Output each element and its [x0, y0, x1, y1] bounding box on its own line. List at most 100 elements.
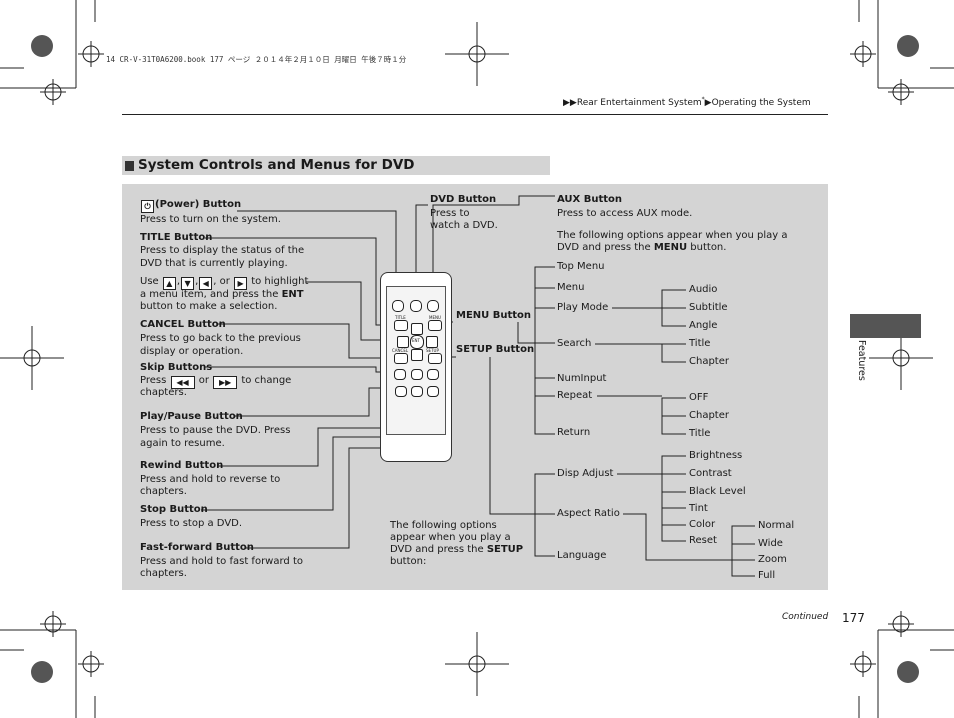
rewind-title: Rewind Button — [140, 460, 224, 471]
remote-power-button[interactable] — [392, 300, 404, 312]
remote-aux-button[interactable] — [427, 300, 439, 312]
aux-button-title: AUX Button — [557, 194, 623, 205]
remote-right-button[interactable] — [426, 336, 438, 348]
play-mode-angle: Angle — [689, 320, 718, 331]
cancel-button-desc-2: display or operation. — [140, 346, 244, 357]
arrow-buttons-desc-2: a menu item, and press the ENT — [140, 289, 304, 300]
content-panel — [122, 184, 828, 590]
breadcrumb-arrow-icon: ▶▶ — [563, 98, 577, 108]
aspect-wide: Wide — [758, 538, 783, 549]
fast-forward-desc-2: chapters. — [140, 568, 187, 579]
dvd-button-title: DVD Button — [430, 194, 497, 205]
skip-buttons-desc-2: chapters. — [140, 387, 187, 398]
play-pause-desc-2: again to resume. — [140, 438, 225, 449]
remote-stop-button[interactable] — [411, 386, 423, 397]
remote-ent-label: ENT — [412, 338, 420, 343]
search-title: Title — [689, 338, 711, 349]
remote-dvd-button[interactable] — [410, 300, 422, 312]
rewind-desc-1: Press and hold to reverse to — [140, 474, 281, 485]
power-button-title: ⏻(Power) Button — [140, 198, 241, 213]
setup-button-callout: SETUP Button — [456, 344, 535, 355]
disp-tint: Tint — [689, 503, 708, 514]
aux-button-desc: Press to access AUX mode. — [557, 208, 693, 219]
remote-down-button[interactable] — [411, 349, 423, 361]
dvd-button-desc-1: Press to — [430, 208, 470, 219]
arrow-buttons-desc-1: Use ▲,▼,◀, or ▶ to highlight — [140, 276, 309, 290]
section-square-icon — [125, 161, 134, 171]
disp-black-level: Black Level — [689, 486, 746, 497]
aspect-full: Full — [758, 570, 776, 581]
remote-ent-button[interactable] — [410, 335, 424, 349]
disp-brightness: Brightness — [689, 450, 743, 461]
title-button-desc-2: DVD that is currently playing. — [140, 258, 288, 269]
menu-item-return: Return — [557, 427, 591, 438]
cancel-button-title: CANCEL Button — [140, 319, 226, 330]
menu-item-search: Search — [557, 338, 592, 349]
stop-title: Stop Button — [140, 504, 208, 515]
arrow-buttons-desc-3: button to make a selection. — [140, 301, 278, 312]
breadcrumb-link-2[interactable]: Operating the System — [711, 98, 811, 108]
menu-item-repeat: Repeat — [557, 390, 593, 401]
power-icon: ⏻ — [141, 200, 154, 213]
aspect-zoom: Zoom — [758, 554, 787, 565]
repeat-off: OFF — [689, 392, 709, 403]
title-button-desc-1: Press to display the status of the — [140, 245, 305, 256]
section-title: System Controls and Menus for DVD — [138, 157, 415, 173]
down-arrow-icon: ▼ — [181, 277, 195, 290]
breadcrumb-link-1[interactable]: Rear Entertainment System — [576, 98, 702, 108]
up-arrow-icon: ▲ — [162, 277, 176, 290]
remote-menu-label: MENU — [429, 315, 441, 320]
skip-back-icon: ◀◀ — [170, 376, 195, 389]
page-number: 177 — [842, 611, 865, 625]
remote-title-label: TITLE — [395, 315, 406, 320]
breadcrumb-asterisk: * — [701, 96, 705, 103]
setup-note-4: button: — [390, 556, 427, 567]
file-info: 14 CR-V-31T0A6200.book 177 ページ ２０１４年２月１０… — [106, 55, 407, 64]
skip-buttons-desc-1: Press ◀◀ or ▶▶ to change — [140, 375, 292, 389]
dvd-button-desc-2: watch a DVD. — [430, 220, 498, 231]
skip-buttons-title: Skip Buttons — [140, 362, 213, 373]
fast-forward-desc-1: Press and hold to fast forward to — [140, 556, 303, 567]
disp-contrast: Contrast — [689, 468, 732, 479]
remote-menu-button[interactable] — [428, 320, 442, 331]
remote-up-button[interactable] — [411, 323, 423, 335]
breadcrumb: ▶▶Rear Entertainment System*▶Operating t… — [563, 93, 811, 110]
skip-forward-icon: ▶▶ — [213, 376, 238, 389]
remote-skip-back-button[interactable] — [394, 369, 406, 380]
remote-cancel-label: CANCEL — [392, 348, 409, 353]
menu-button-callout: MENU Button — [456, 310, 532, 321]
rewind-desc-2: chapters. — [140, 486, 187, 497]
remote-skip-forward-button[interactable] — [427, 369, 439, 380]
remote-play-pause-button[interactable] — [411, 369, 423, 380]
remote-setup-button[interactable] — [428, 353, 442, 364]
aux-note-1: The following options appear when you pl… — [557, 230, 788, 241]
remote-title-button[interactable] — [394, 320, 408, 331]
remote-fast-forward-button[interactable] — [427, 386, 439, 397]
remote-left-button[interactable] — [397, 336, 409, 348]
setup-note-2: appear when you play a — [390, 532, 511, 543]
left-arrow-icon: ◀ — [199, 277, 213, 290]
setup-language: Language — [557, 550, 607, 561]
remote-cancel-button[interactable] — [394, 353, 408, 364]
side-tab-label: Features — [856, 340, 867, 381]
play-pause-desc-1: Press to pause the DVD. Press — [140, 425, 291, 436]
setup-note-1: The following options — [390, 520, 497, 531]
menu-item-play-mode: Play Mode — [557, 302, 609, 313]
aux-note-2: DVD and press the MENU button. — [557, 242, 727, 253]
setup-disp-adjust: Disp Adjust — [557, 468, 614, 479]
title-button-title: TITLE Button — [140, 232, 213, 243]
play-mode-subtitle: Subtitle — [689, 302, 728, 313]
repeat-chapter: Chapter — [689, 410, 729, 421]
setup-note-3: DVD and press the SETUP — [390, 544, 524, 555]
cancel-button-desc-1: Press to go back to the previous — [140, 333, 301, 344]
repeat-title: Title — [689, 428, 711, 439]
remote-setup-label: SETUP — [426, 348, 439, 353]
play-mode-audio: Audio — [689, 284, 718, 295]
disp-reset: Reset — [689, 535, 717, 546]
stop-desc: Press to stop a DVD. — [140, 518, 243, 529]
remote-rewind-button[interactable] — [395, 386, 407, 397]
side-tab — [850, 314, 921, 338]
menu-item-numinput: NumInput — [557, 373, 607, 384]
search-chapter: Chapter — [689, 356, 729, 367]
